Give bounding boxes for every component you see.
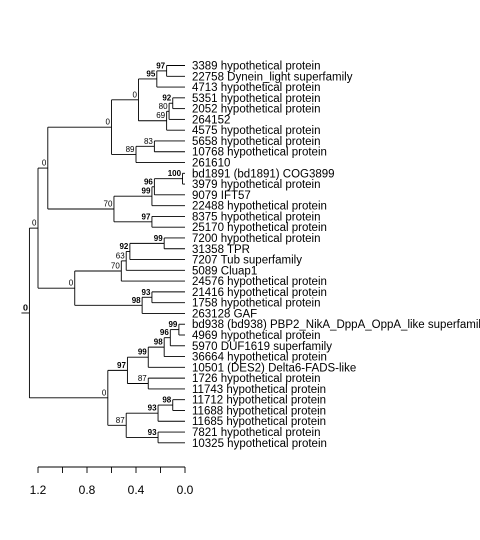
leaf-label: 4575 hypothetical protein: [192, 125, 321, 137]
leaf-label: 10768 hypothetical protein: [192, 147, 327, 159]
leaf-label: 3389 hypothetical protein: [192, 61, 321, 73]
support-value: 98: [162, 396, 171, 405]
support-value: 87: [138, 374, 147, 383]
leaf-label: bd938 (bd938) PBP2_NikA_DppA_OppA_like s…: [192, 319, 480, 331]
support-value: 89: [126, 145, 135, 154]
leaf-label: 11712 hypothetical protein: [192, 395, 326, 407]
support-value: 96: [144, 177, 153, 186]
support-value: 99: [142, 187, 151, 196]
support-value: 92: [162, 94, 171, 103]
leaf-label: 7200 hypothetical protein: [192, 233, 321, 245]
leaf-label: 264152: [192, 114, 230, 126]
support-value: 83: [144, 137, 153, 146]
leaf-label: 9079 IFT57: [192, 190, 251, 202]
leaf-label: 25170 hypothetical protein: [192, 222, 327, 234]
support-value: 97: [142, 212, 151, 221]
leaf-label: 5351 hypothetical protein: [192, 93, 321, 105]
support-value: 70: [104, 200, 113, 209]
support-value: 93: [142, 288, 151, 297]
leaf-label: 5970 DUF1619 superfamily: [192, 341, 332, 353]
leaf-label: 24576 hypothetical protein: [192, 276, 327, 288]
support-value: 63: [116, 251, 125, 260]
tree-edges: [21, 65, 185, 444]
leaf-label: 22488 hypothetical protein: [192, 201, 327, 213]
scale-axis: 1.2 0.8 0.4 0.0: [30, 466, 194, 497]
support-value: 0: [106, 118, 111, 127]
leaf-label: 2052 hypothetical protein: [192, 104, 321, 116]
support-value: 0: [132, 90, 137, 99]
support-value: 97: [156, 61, 165, 70]
leaf-label: 4713 hypothetical protein: [192, 82, 321, 94]
support-value: 97: [117, 361, 126, 370]
support-value: 99: [154, 234, 163, 243]
support-value: 99: [138, 348, 147, 357]
support-value: 98: [132, 296, 141, 305]
root-support-value: 0: [23, 303, 28, 312]
support-value: 93: [148, 428, 157, 437]
axis-tick-label: 0.0: [177, 483, 194, 497]
support-value: 0: [23, 303, 28, 312]
support-value: 0: [102, 388, 107, 397]
leaf-label: 4969 hypothetical protein: [192, 330, 321, 342]
support-value: 92: [119, 242, 128, 251]
leaf-label: 22758 Dynein_light superfamily: [192, 71, 353, 83]
leaf-label: 10325 hypothetical protein: [192, 438, 327, 450]
support-value: 0: [42, 159, 47, 168]
support-value: 0: [32, 219, 37, 228]
leaf-label: 31358 TPR: [192, 244, 250, 256]
axis-tick-label: 0.8: [79, 483, 96, 497]
leaf-label: 5658 hypothetical protein: [192, 136, 321, 148]
support-value: 0: [69, 279, 74, 288]
support-value: 98: [154, 338, 163, 347]
support-value: 100: [168, 169, 182, 178]
leaf-label: 263128 GAF: [192, 308, 257, 320]
support-value: 70: [111, 261, 120, 270]
leaf-label: 7207 Tub superfamily: [192, 255, 302, 267]
axis-tick-label: 1.2: [30, 483, 47, 497]
support-value: 99: [168, 320, 177, 329]
support-value: 95: [146, 69, 155, 78]
support-values: 9795928069083890100969997700999263709398…: [23, 61, 182, 437]
leaf-label: 21416 hypothetical protein: [192, 287, 327, 299]
support-value: 93: [148, 404, 157, 413]
leaf-label: 11688 hypothetical protein: [192, 405, 326, 417]
support-value: 87: [116, 416, 125, 425]
leaf-label: 5089 Cluap1: [192, 265, 257, 277]
leaf-label: 3979 hypothetical protein: [192, 179, 321, 191]
support-value: 96: [160, 328, 169, 337]
leaf-label: 8375 hypothetical protein: [192, 211, 321, 223]
leaf-label: 36664 hypothetical protein: [192, 352, 327, 364]
leaf-label: bd1891 (bd1891) COG3899: [192, 168, 335, 180]
leaf-label: 11685 hypothetical protein: [192, 416, 326, 428]
leaf-label: 7821 hypothetical protein: [192, 427, 321, 439]
axis-tick-label: 0.4: [128, 483, 145, 497]
support-value: 80: [159, 102, 168, 111]
leaf-label: 1758 hypothetical protein: [192, 298, 321, 310]
leaf-label: 261610: [192, 158, 230, 170]
leaf-label: 11743 hypothetical protein: [192, 384, 326, 396]
support-value: 69: [156, 111, 165, 120]
leaf-label: 1726 hypothetical protein: [192, 373, 321, 385]
leaf-label: 10501 (DES2) Delta6-FADS-like: [192, 362, 356, 374]
